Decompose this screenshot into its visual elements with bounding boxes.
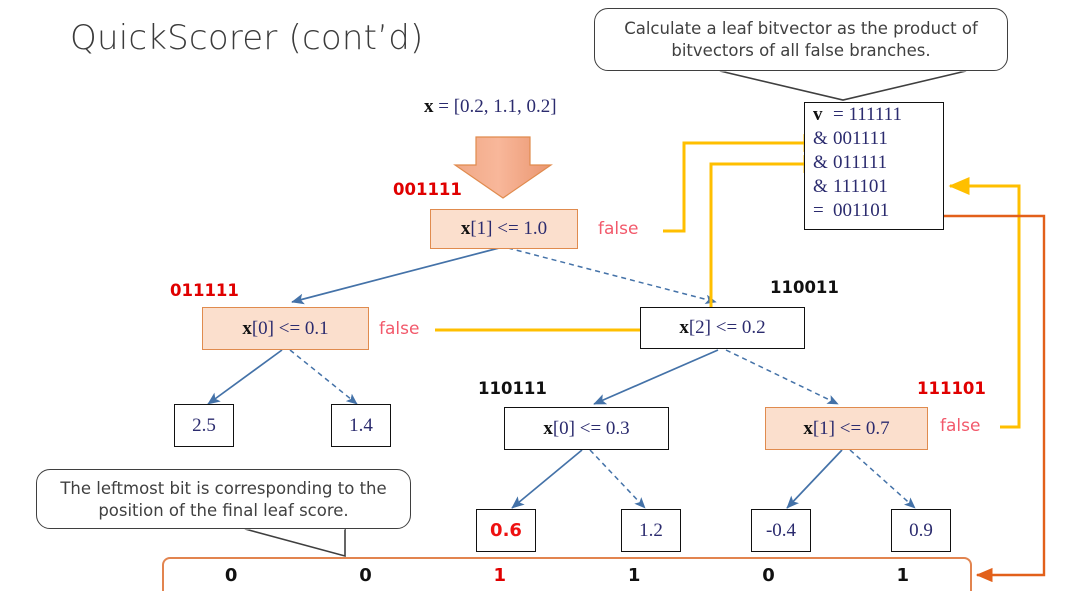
accumulator-value-3: 011111 [833,152,888,173]
tree-node-x1-07[interactable]: x[1] <= 0.7 [765,407,928,450]
edge-x0-03-false [589,449,646,509]
edge-x0-03-true [511,449,583,509]
edge-x2-02-false [725,349,839,405]
result-bit-4: 1 [627,564,641,586]
bitvector-label-x0-03: 110111 [478,379,547,398]
tree-node-x2-02-test: [2] <= 0.2 [688,317,766,338]
accumulator-op-3: & [813,152,828,173]
tree-node-x0-01-test: [0] <= 0.1 [251,317,329,339]
accumulator-row-2: & 001111 [805,127,943,151]
leaf-node-6[interactable]: 0.9 [891,509,951,552]
down-arrow-icon [453,136,553,199]
accumulator-op-4: & [813,176,828,197]
tree-node-x0-01-var: x [242,317,252,339]
result-bit-6: 1 [896,564,910,586]
edge-x0-01-false [289,349,358,405]
accumulator-value-5: 001101 [833,200,890,221]
accumulator-value-1: 111111 [848,104,902,125]
edge-x0-01-true [207,349,283,405]
accumulator-row-3: & 011111 [805,151,943,175]
callout-top: Calculate a leaf bitvector as the produc… [594,8,1008,71]
leaf-value-6: 0.9 [909,519,933,541]
leaf-node-2[interactable]: 1.4 [331,404,391,447]
result-bitvector-bar: 0 0 1 1 0 1 [162,557,972,591]
edge-x1-07-false [849,449,916,509]
tree-node-x0-03[interactable]: x[0] <= 0.3 [504,407,669,450]
input-vector-equals: = [438,96,449,117]
accumulator-row-1: v = 111111 [805,103,943,127]
page-title: QuickScorer (cont’d) [70,18,424,58]
callout-bottom: The leftmost bit is corresponding to the… [36,469,411,529]
false-label-root: false [598,219,639,239]
route-root-false [663,134,825,233]
tree-node-x0-01[interactable]: x[0] <= 0.1 [202,307,369,350]
leaf-node-1[interactable]: 2.5 [174,404,234,447]
result-bit-1: 0 [224,564,238,586]
accumulator-op-5: = [813,200,824,221]
tree-node-root[interactable]: x[1] <= 1.0 [430,209,578,249]
leaf-node-3[interactable]: 0.6 [476,509,536,552]
accumulator-value-4: 111101 [833,176,888,197]
accumulator-value-2: 001111 [833,128,888,149]
input-vector-name: x [424,96,434,117]
callout-bottom-tail [244,526,346,558]
leaf-value-3: 0.6 [490,520,522,541]
accumulator-op-2: & [813,128,828,149]
input-vector-value: [0.2, 1.1, 0.2] [453,96,557,117]
leaf-node-4[interactable]: 1.2 [621,509,681,552]
accumulator-row-5: = 001101 [805,199,943,223]
tree-node-x2-02[interactable]: x[2] <= 0.2 [640,307,805,349]
false-label-x0-01: false [379,319,420,339]
tree-node-x0-03-var: x [543,417,553,439]
bitvector-label-root: 001111 [393,180,462,199]
bitvector-label-x0-01: 011111 [170,281,239,300]
false-label-x1-07: false [940,416,981,436]
bitvector-label-x1-07: 111101 [917,379,986,398]
edge-root-false [507,247,717,305]
tree-node-x1-07-test: [1] <= 0.7 [812,417,890,439]
tree-node-root-var: x [460,218,471,239]
tree-node-x2-02-var: x [679,317,689,338]
leaf-node-5[interactable]: -0.4 [751,509,811,552]
leaf-value-4: 1.2 [639,519,663,541]
result-bit-3: 1 [493,564,507,586]
bitvector-label-x2-02: 110011 [770,278,839,297]
leaf-value-5: -0.4 [765,519,797,541]
leaf-value-2: 1.4 [349,414,373,436]
accumulator-eq-1: = [833,104,849,125]
tree-node-x1-07-var: x [803,417,813,439]
edge-x1-07-true [786,449,843,509]
callout-top-tail [719,68,967,101]
bitvector-accumulator: v = 111111 & 001111 & 011111 & 111101 = … [804,102,944,230]
leaf-value-1: 2.5 [192,414,216,436]
result-bit-5: 0 [762,564,775,586]
accumulator-op-1: v [813,104,823,125]
tree-node-root-test: [1] <= 1.0 [470,218,548,239]
accumulator-row-4: & 111101 [805,175,943,199]
edge-root-true [291,247,500,305]
edge-x2-02-true [593,349,719,405]
input-vector: x = [0.2, 1.1, 0.2] [424,96,557,118]
tree-node-x0-03-test: [0] <= 0.3 [552,417,630,439]
result-bit-2: 0 [359,564,372,586]
